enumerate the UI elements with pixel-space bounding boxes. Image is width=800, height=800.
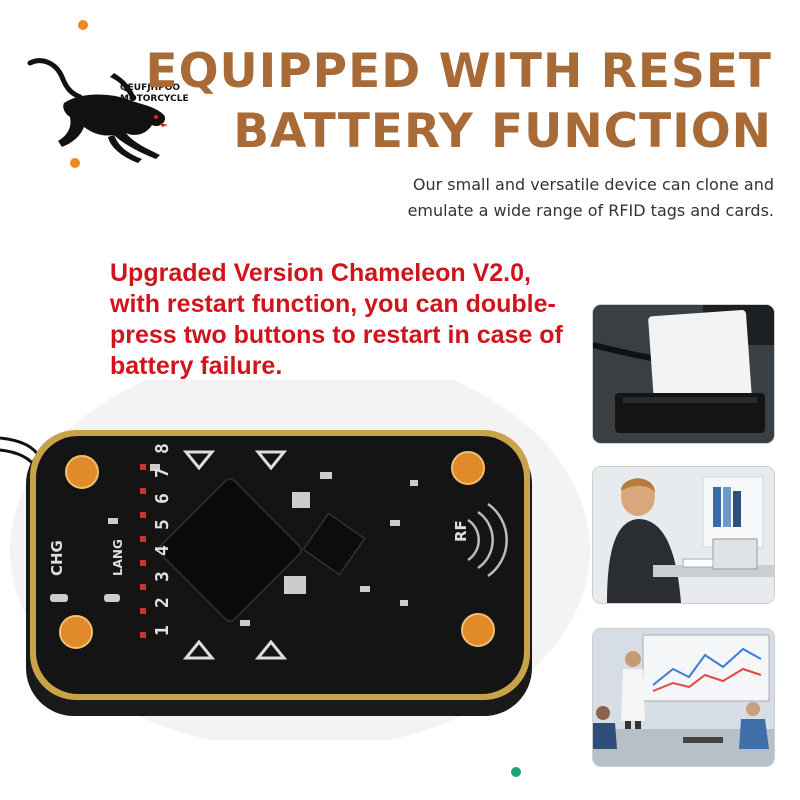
orange-dot-top (78, 20, 88, 30)
brand-line-1: QEUFJHPOO (120, 83, 181, 93)
office-presentation-photo (592, 628, 775, 767)
brand-line-2: MOTORCYCLE (120, 94, 189, 104)
feature-line-1: Upgraded Version Chameleon V2.0, (110, 259, 531, 287)
rf-label: RF (452, 520, 470, 542)
feature-line-3: press two buttons to restart in case of (110, 321, 563, 349)
chameleon-device: RF CHG LANG 1 2 3 4 5 6 7 8 (0, 380, 590, 740)
chg-label: CHG (48, 540, 66, 576)
woman-writing-photo (592, 466, 775, 604)
headline-line-1: EQUIPPED WITH RESET (145, 44, 772, 99)
feature-line-4: battery failure. (110, 352, 283, 380)
digit-3: 3 (152, 571, 173, 582)
digit-2: 2 (152, 597, 173, 608)
digit-6: 6 (152, 493, 173, 504)
digit-1: 1 (152, 625, 173, 636)
headline-line-2: BATTERY FUNCTION (233, 104, 772, 159)
brand-text: QEUFJHPOO MOTORCYCLE (120, 83, 189, 105)
feature-line-2: with restart function, you can double- (110, 290, 556, 318)
subtitle: Our small and versatile device can clone… (354, 172, 774, 224)
teal-dot-bottom (511, 767, 521, 777)
subtitle-line-2: emulate a wide range of RFID tags and ca… (407, 201, 774, 220)
digit-4: 4 (152, 545, 173, 556)
lang-label: LANG (111, 539, 125, 576)
panther-logo (27, 58, 168, 163)
feature-text: Upgraded Version Chameleon V2.0, with re… (110, 258, 580, 382)
gold-screw-holes (59, 451, 495, 649)
digit-5: 5 (152, 519, 173, 530)
digit-7: 7 (152, 467, 173, 478)
subtitle-line-1: Our small and versatile device can clone… (412, 175, 774, 194)
orange-dot-left (70, 158, 80, 168)
digit-8: 8 (152, 443, 173, 454)
card-reader-photo (592, 304, 775, 444)
